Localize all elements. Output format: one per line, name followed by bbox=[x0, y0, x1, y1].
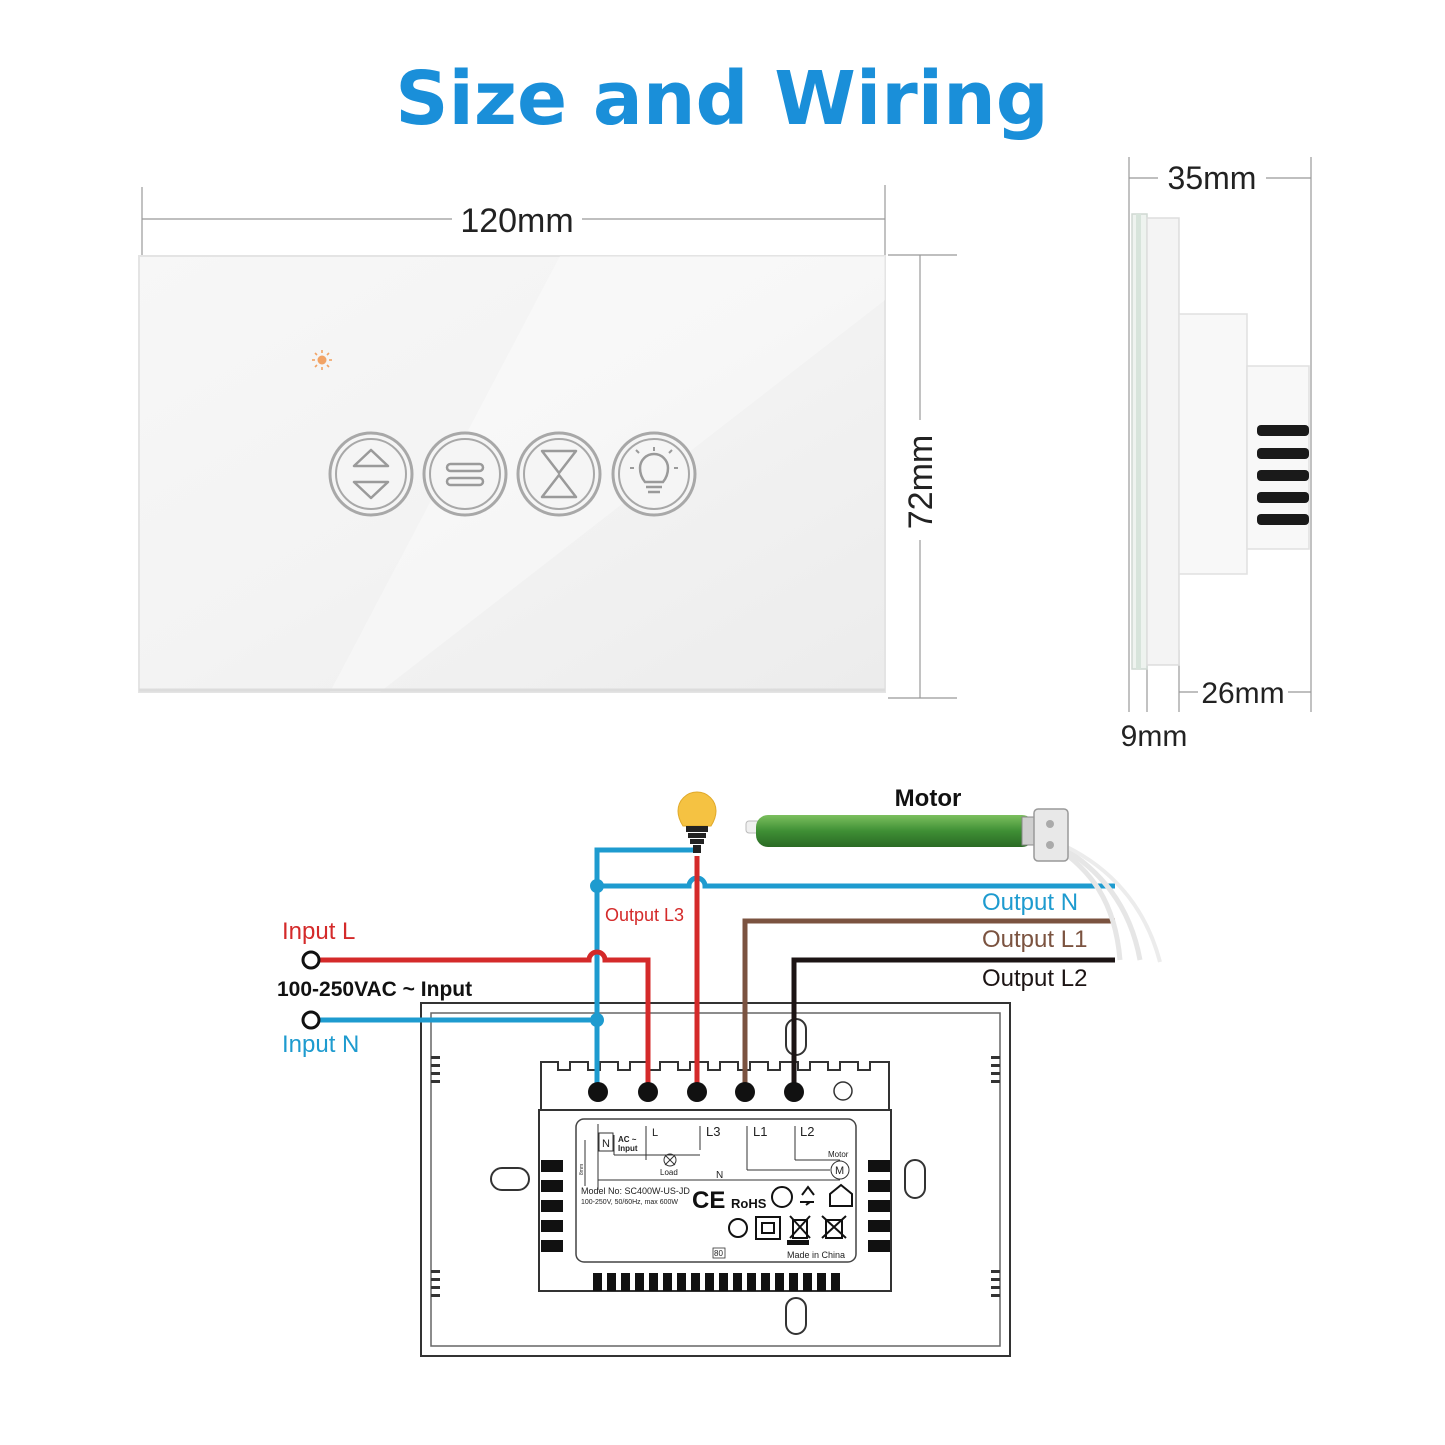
ac-input-label: AC ~ bbox=[618, 1135, 637, 1144]
terminal-l3-label: L3 bbox=[706, 1124, 720, 1139]
panel-thickness-label: 9mm bbox=[1121, 720, 1188, 753]
supply-label: 100-250VAC ~ Input bbox=[277, 978, 472, 1001]
output-l1-label: Output L1 bbox=[982, 926, 1087, 953]
indicator-led-icon bbox=[312, 350, 332, 370]
strip-length-label: 8mm bbox=[579, 1164, 585, 1175]
output-l2-label: Output L2 bbox=[982, 965, 1087, 992]
pause-bars-icon[interactable] bbox=[422, 431, 508, 517]
output-l3-label: Output L3 bbox=[605, 905, 684, 925]
depth-body-label: 26mm bbox=[1201, 677, 1284, 710]
rohs-mark: RoHS bbox=[731, 1196, 767, 1211]
load-label: Load bbox=[660, 1168, 678, 1177]
height-dimension-label: 72mm bbox=[902, 435, 940, 529]
width-dimension-label: 120mm bbox=[460, 202, 573, 240]
terminal-l1-label: L1 bbox=[753, 1124, 767, 1139]
up-down-arrows-icon[interactable] bbox=[328, 431, 414, 517]
n-bottom-label: N bbox=[716, 1170, 723, 1181]
page-title: Size and Wiring bbox=[395, 56, 1049, 142]
hourglass-stop-icon[interactable] bbox=[516, 431, 602, 517]
made-in-label: Made in China bbox=[787, 1250, 845, 1260]
wiring-diagram: N L L3 L1 L2 AC ~ Input Load N Motor M 8… bbox=[277, 785, 1162, 1357]
terminal-l-label: L bbox=[652, 1127, 658, 1139]
certification-icons bbox=[728, 1183, 853, 1240]
tubular-motor-icon bbox=[745, 808, 1162, 963]
spec-text: 100-250V, 50/60Hz, max 600W bbox=[581, 1199, 678, 1206]
terminal-l bbox=[638, 1082, 658, 1102]
front-view: 120mm 72mm bbox=[138, 185, 957, 699]
depth-total-label: 35mm bbox=[1168, 160, 1257, 196]
side-view: 35mm 26mm 9mm bbox=[1121, 157, 1312, 753]
motor-small-label: Motor bbox=[828, 1150, 849, 1159]
motor-label: Motor bbox=[895, 785, 962, 812]
model-number: Model No: SC400W-US-JD bbox=[581, 1186, 690, 1196]
ce-mark: CE bbox=[692, 1187, 725, 1214]
motor-symbol: M bbox=[835, 1165, 844, 1177]
terminal-l3 bbox=[687, 1082, 707, 1102]
output-n-label: Output N bbox=[982, 889, 1078, 916]
light-bulb-load-icon bbox=[677, 791, 717, 853]
vent-slots bbox=[593, 1273, 840, 1291]
input-word-label: Input bbox=[618, 1144, 638, 1153]
terminal-l2 bbox=[784, 1082, 804, 1102]
input-n-label: Input N bbox=[282, 1031, 359, 1058]
terminal-n bbox=[588, 1082, 608, 1102]
terminal-l2-label: L2 bbox=[800, 1124, 814, 1139]
input-l-label: Input L bbox=[282, 918, 355, 945]
temp-rating: 80 bbox=[714, 1249, 723, 1258]
terminal-n-label: N bbox=[602, 1138, 610, 1150]
light-bulb-icon[interactable] bbox=[611, 431, 697, 517]
terminal-l1 bbox=[735, 1082, 755, 1102]
switch-glass-panel bbox=[138, 255, 886, 693]
